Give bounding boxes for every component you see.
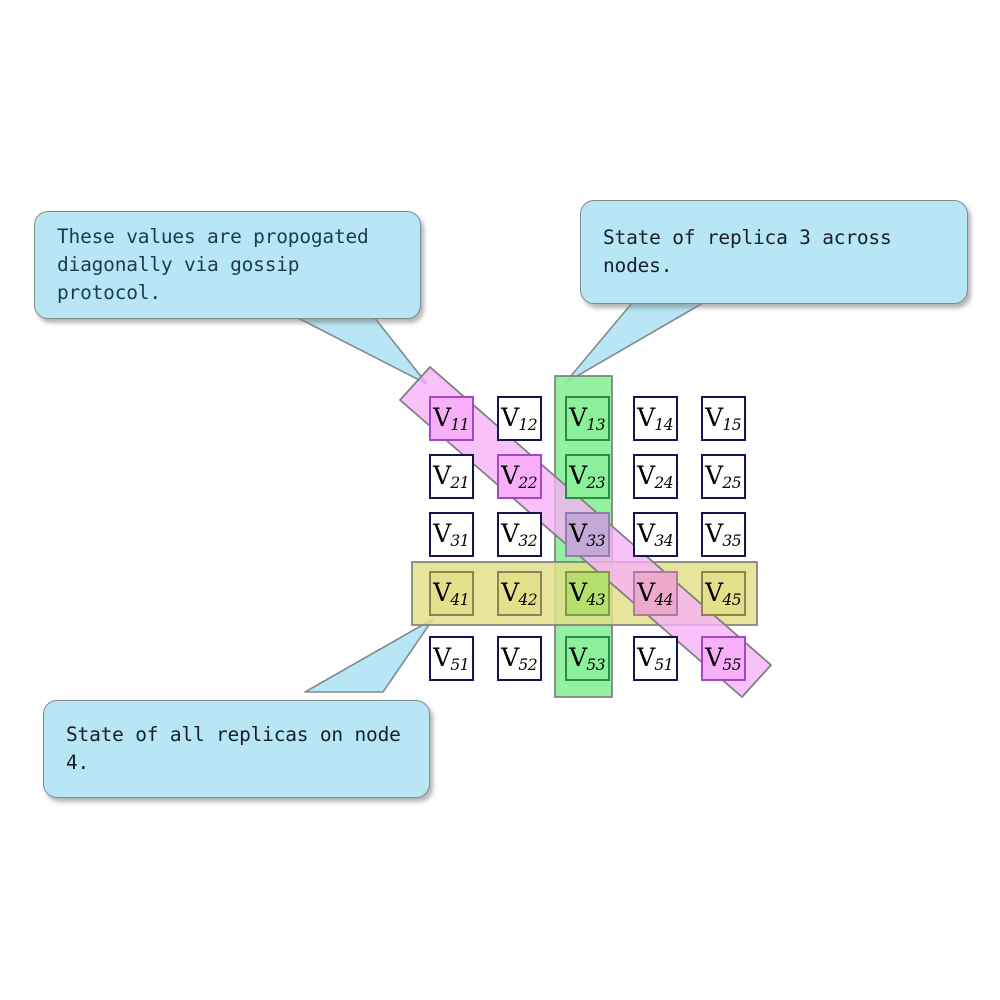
grid-cell-r5c4[interactable]: V51 [633,636,678,681]
grid-cell-r5c3[interactable]: V53 [565,636,610,681]
grid-cell-r2c5[interactable]: V25 [701,454,746,499]
grid-cell-r2c2[interactable]: V22 [497,454,542,499]
cell-label: V11 [433,403,470,435]
grid-cell-r1c4[interactable]: V14 [633,396,678,441]
grid-cell-r4c4[interactable]: V44 [633,571,678,616]
cell-label: V14 [637,403,674,435]
cell-label: V32 [501,519,538,551]
cell-label: V33 [569,519,606,551]
cell-label: V51 [637,643,674,675]
callout-tail-node4 [304,618,434,693]
grid-cell-r5c5[interactable]: V55 [701,636,746,681]
grid-cell-r3c3[interactable]: V33 [565,512,610,557]
cell-label: V15 [705,403,742,435]
grid-cell-r3c5[interactable]: V35 [701,512,746,557]
grid-cell-r1c5[interactable]: V15 [701,396,746,441]
grid-cell-r1c2[interactable]: V12 [497,396,542,441]
cell-label: V44 [637,578,674,610]
grid-cell-r1c3[interactable]: V13 [565,396,610,441]
cell-label: V31 [433,519,470,551]
cell-label: V52 [501,643,538,675]
cell-label: V12 [501,403,538,435]
grid-cell-r5c1[interactable]: V51 [429,636,474,681]
cell-label: V21 [433,461,470,493]
grid-cell-r2c1[interactable]: V21 [429,454,474,499]
callout-gossip-protocol[interactable]: These values are propogated diagonally v… [34,211,421,319]
cell-label: V53 [569,643,606,675]
callout-text: State of all replicas on node 4. [66,722,401,774]
cell-label: V13 [569,403,606,435]
grid-cell-r3c1[interactable]: V31 [429,512,474,557]
cell-label: V42 [501,578,538,610]
grid-cell-r4c5[interactable]: V45 [701,571,746,616]
cell-label: V25 [705,461,742,493]
callout-replica-3[interactable]: State of replica 3 across nodes. [580,200,968,304]
grid-cell-r1c1[interactable]: V11 [429,396,474,441]
cell-label: V24 [637,461,674,493]
cell-label: V41 [433,578,470,610]
grid-cell-r2c4[interactable]: V24 [633,454,678,499]
grid-cell-r5c2[interactable]: V52 [497,636,542,681]
grid-cell-r3c4[interactable]: V34 [633,512,678,557]
cell-label: V43 [569,578,606,610]
cell-label: V45 [705,578,742,610]
grid-cell-r4c3[interactable]: V43 [565,571,610,616]
grid-cell-r2c3[interactable]: V23 [565,454,610,499]
cell-label: V51 [433,643,470,675]
cell-label: V35 [705,519,742,551]
cell-label: V23 [569,461,606,493]
cell-label: V34 [637,519,674,551]
grid-cell-r4c1[interactable]: V41 [429,571,474,616]
callout-text: These values are propogated diagonally v… [57,224,369,305]
cell-label: V55 [705,643,742,675]
grid-cell-r4c2[interactable]: V42 [497,571,542,616]
callout-text: State of replica 3 across nodes. [603,225,892,277]
cell-label: V22 [501,461,538,493]
callout-node-4[interactable]: State of all replicas on node 4. [43,700,430,798]
grid-cell-r3c2[interactable]: V32 [497,512,542,557]
